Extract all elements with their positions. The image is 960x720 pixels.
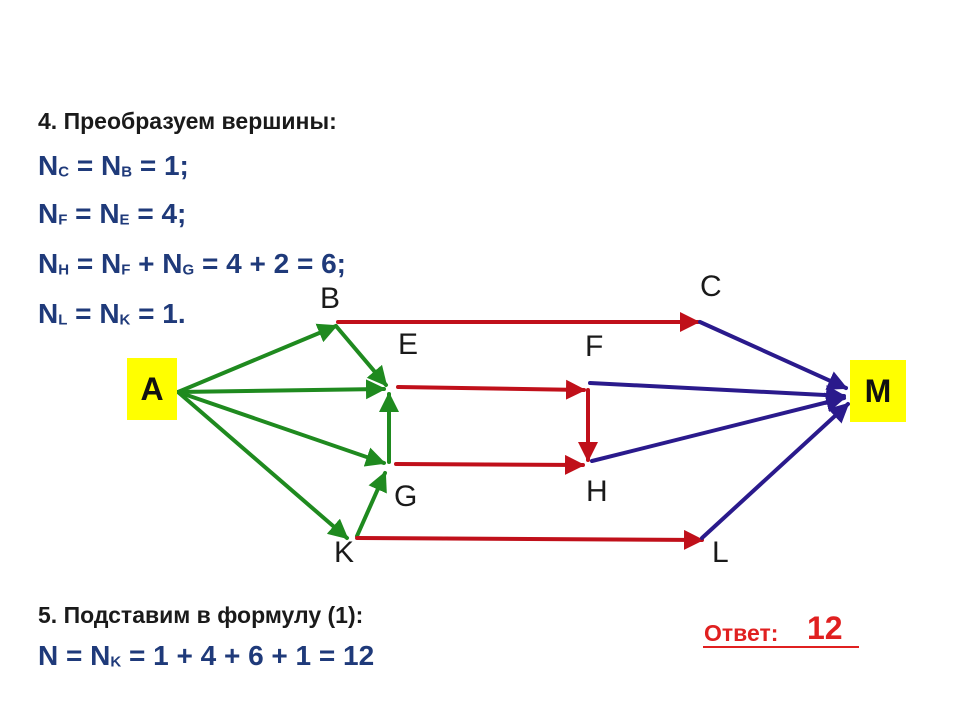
edge-c-m [698, 320, 848, 390]
edge-l-m [700, 402, 850, 540]
edge-g-h [394, 454, 585, 475]
node-label-e: E [398, 328, 419, 361]
edge-f-m [588, 381, 846, 406]
edge-k-g [355, 471, 387, 538]
edge-e-f [396, 379, 586, 400]
node-label-k: K [334, 536, 355, 569]
node-label-l: L [712, 536, 729, 569]
formula-line-2: NF = NE = 4; [38, 198, 187, 229]
edge-h-m [590, 392, 846, 463]
edge-k-l [355, 529, 704, 550]
step4-title: 4. Преобразуем вершины: [38, 108, 337, 134]
node-label-h: H [586, 475, 608, 508]
answer-underline [703, 646, 859, 648]
step5-title: 5. Подставим в формулу (1): [38, 602, 364, 628]
node-label-b: B [320, 282, 341, 315]
edge-a-k [176, 390, 349, 540]
edge-b-e [334, 324, 388, 387]
node-a: A [127, 358, 177, 420]
node-label-g: G [394, 480, 418, 513]
formula-line-3: NH = NF + NG = 4 + 2 = 6; [38, 248, 346, 279]
formula-line-1: NC = NB = 1; [38, 150, 189, 181]
final-formula: N = NK = 1 + 4 + 6 + 1 = 12 [38, 640, 375, 671]
node-label-c: C [700, 270, 722, 303]
answer-value: 12 [807, 610, 843, 646]
node-label-f: F [585, 330, 604, 363]
node-m: M [850, 360, 906, 422]
edge-a-b [176, 323, 338, 394]
edge-a-g [176, 390, 386, 467]
edge-a-e [176, 379, 386, 400]
answer-label: Ответ: [704, 620, 779, 646]
formula-line-4: NL = NK = 1. [38, 298, 186, 329]
